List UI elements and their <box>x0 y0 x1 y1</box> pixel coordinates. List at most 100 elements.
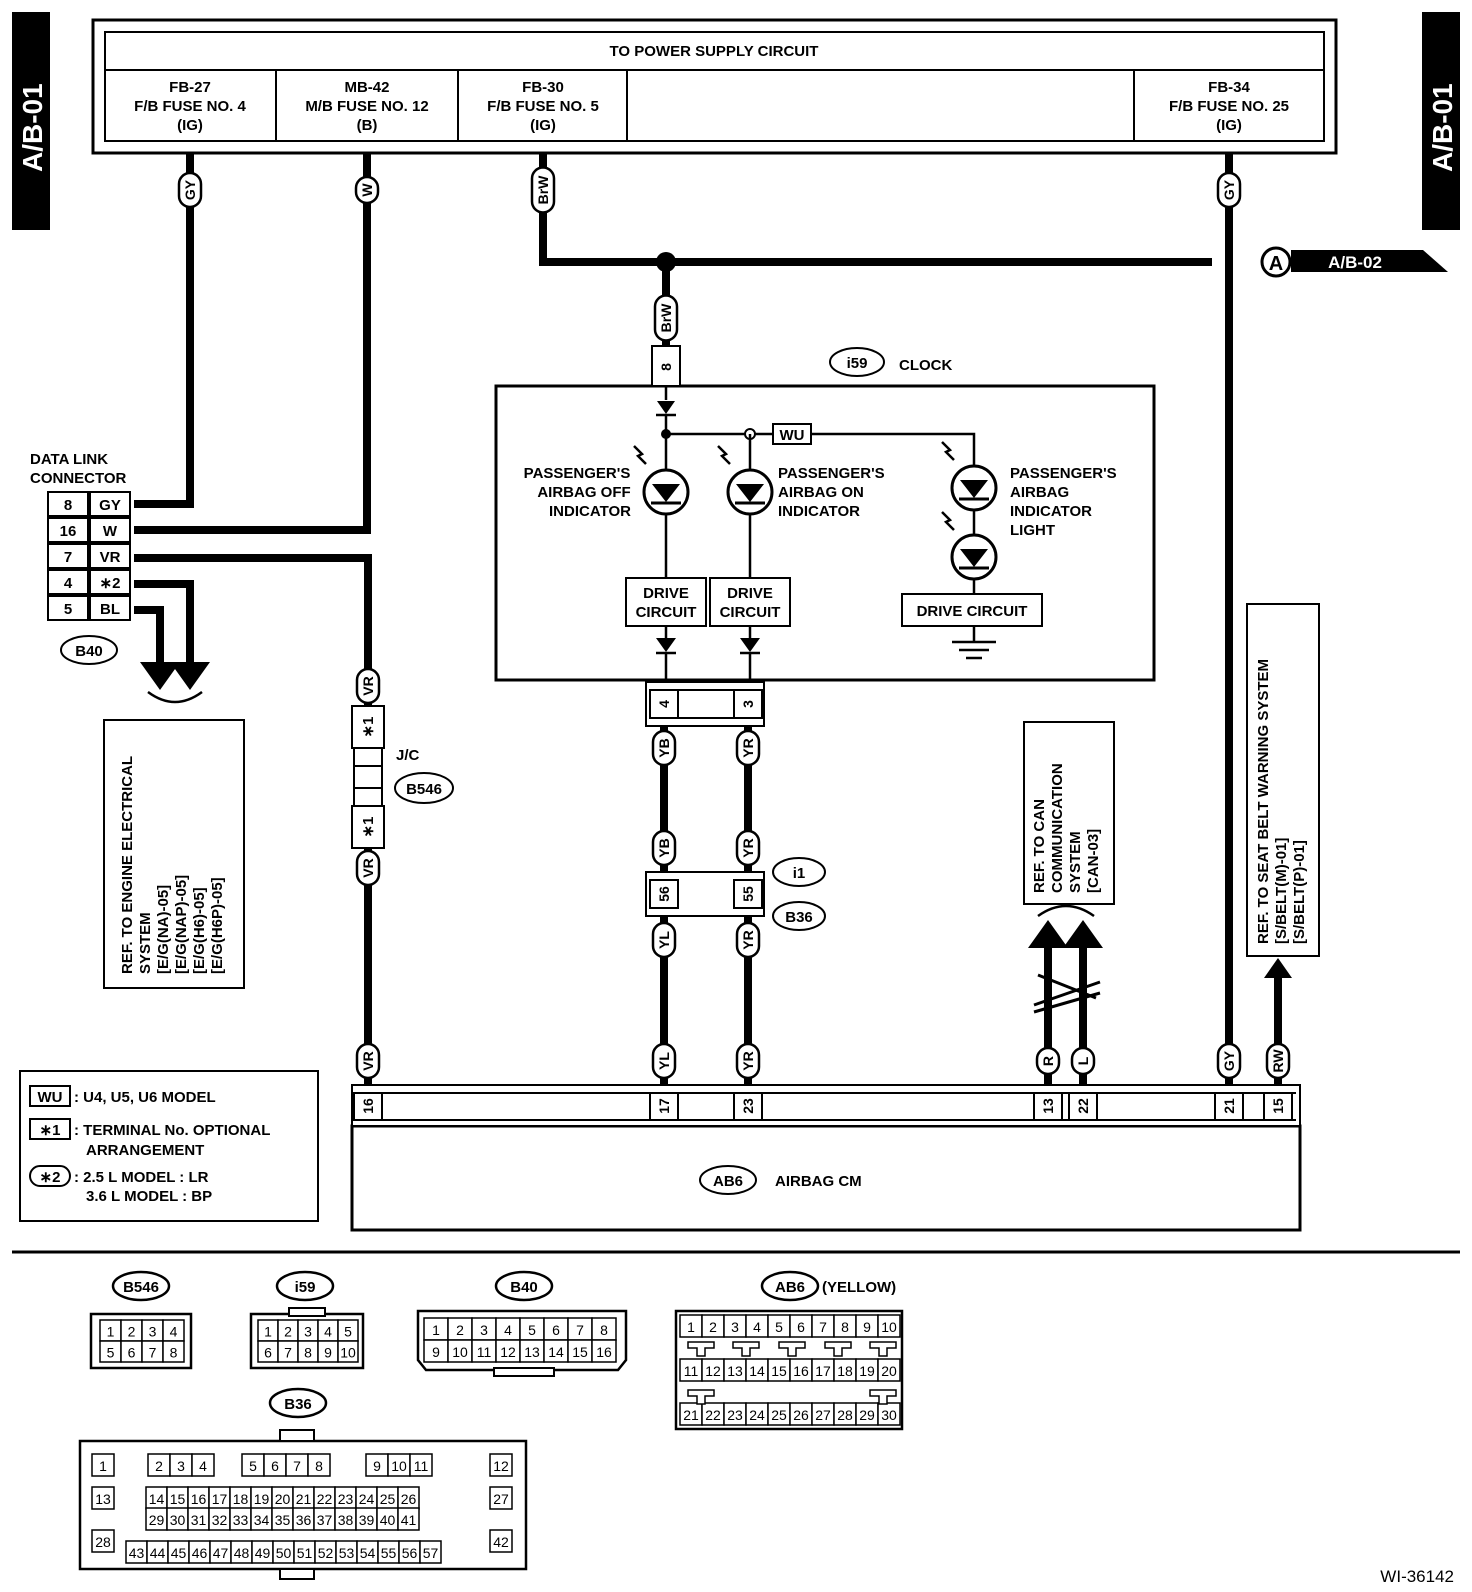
wire-tag-vr-3-text: VR <box>360 1051 376 1070</box>
can-ref-line: SYSTEM <box>1067 831 1084 893</box>
clock-wu-tag: WU <box>780 427 805 444</box>
dlc-pin-color: ∗2 <box>100 575 121 592</box>
clock-label: CLOCK <box>899 357 952 374</box>
b36-cell: 36 <box>296 1512 312 1528</box>
legend-wu-text: : U4, U5, U6 MODEL <box>74 1089 216 1106</box>
b546-face-code: B546 <box>123 1279 159 1296</box>
wire-tag-w-text: W <box>359 183 375 197</box>
led-off-icon <box>633 445 690 516</box>
legend-star1-tag: ∗1 <box>40 1122 61 1139</box>
wire-tag-gy-2: GY <box>1216 171 1242 209</box>
b40-face-code: B40 <box>510 1279 538 1296</box>
b36-cell: 35 <box>275 1512 291 1528</box>
b40-cell: 1 <box>432 1322 440 1338</box>
wire-tag-brw-2: BrW <box>653 294 679 342</box>
ab6-cell: 14 <box>749 1363 765 1379</box>
ab6-cell: 26 <box>793 1407 809 1423</box>
ref-a-target: A/B-02 <box>1328 253 1382 272</box>
ab6-cell: 17 <box>815 1363 831 1379</box>
dlc-title-1: DATA LINK <box>30 451 108 468</box>
b40-cell: 9 <box>432 1344 440 1360</box>
wire-tag-yb-2-text: YB <box>656 838 672 857</box>
b40-cell: 6 <box>552 1322 560 1338</box>
fuse-1-name: F/B FUSE NO. 4 <box>134 98 246 115</box>
b36-cell: 16 <box>191 1491 207 1507</box>
right-page-tag-text: A/B-01 <box>1427 83 1458 172</box>
b36-cell: 51 <box>297 1545 313 1561</box>
dlc-pin-row: 7 VR <box>47 543 131 569</box>
legend-star2-line1: : 2.5 L MODEL : LR <box>74 1169 209 1186</box>
engine-ref-arc <box>147 690 203 704</box>
b36-cell: 17 <box>212 1491 228 1507</box>
clock-unit: i59 CLOCK 8 WU <box>494 345 1156 682</box>
b36-cell: 4 <box>199 1458 207 1474</box>
b36-cell: 45 <box>171 1545 187 1561</box>
clock-pin-out-2: 3 <box>740 700 756 708</box>
b36-cell: 24 <box>359 1491 375 1507</box>
wire-tag-gy-1-text: GY <box>182 179 198 200</box>
b40-cell: 5 <box>528 1322 536 1338</box>
dlc-pin-color: BL <box>100 601 120 618</box>
b40-cell: 15 <box>572 1344 588 1360</box>
led-light-1-icon <box>941 441 998 512</box>
dlc-pin-color: W <box>103 523 118 540</box>
wire-tag-rw-text: RW <box>1270 1049 1286 1073</box>
wire-tag-yl-2: YL <box>651 1042 677 1080</box>
engine-ref-line: [E/G(H6)-05] <box>191 887 208 974</box>
ref-a-letter: A <box>1269 253 1283 275</box>
off-indicator-line1: PASSENGER'S <box>524 465 631 482</box>
b36-cell: 11 <box>414 1458 429 1474</box>
ab6-cell: 13 <box>727 1363 743 1379</box>
ab6-cell: 21 <box>683 1407 699 1423</box>
ab6-cell: 18 <box>837 1363 853 1379</box>
ab6-cell: 11 <box>684 1363 699 1379</box>
i59-cell: 10 <box>340 1345 356 1361</box>
dlc-pin-color: GY <box>99 497 121 514</box>
b40-cell: 16 <box>596 1344 612 1360</box>
b36-cell: 40 <box>380 1512 396 1528</box>
clock-pin-in: 8 <box>658 363 674 371</box>
b36-cell: 7 <box>293 1458 301 1474</box>
engine-ref-line: SYSTEM <box>137 912 154 974</box>
b36-cell: 9 <box>373 1458 381 1474</box>
seatbelt-ref-box: REF. TO SEAT BELT WARNING SYSTEM[S/BELT(… <box>1246 603 1320 957</box>
wire-tag-yr-2-text: YR <box>740 838 756 857</box>
legend-wu-tag: WU <box>38 1089 63 1106</box>
wire-tag-yr-2: YR <box>735 829 761 867</box>
legend-star1-line1: : TERMINAL No. OPTIONAL <box>74 1122 270 1139</box>
b36-cell: 31 <box>191 1512 207 1528</box>
wire-tag-vr-2: VR <box>355 849 381 887</box>
dlc-pin-number: 7 <box>64 549 72 566</box>
b40-cell: 14 <box>548 1344 564 1360</box>
light-line4: LIGHT <box>1010 522 1055 539</box>
b546-cell: 3 <box>149 1324 157 1340</box>
i59-cell: 4 <box>324 1324 332 1340</box>
wire-tag-l-text: L <box>1075 1056 1091 1065</box>
jc-code: B546 <box>406 781 442 798</box>
ab6-cell: 4 <box>753 1319 761 1335</box>
on-indicator-line3: INDICATOR <box>778 503 860 520</box>
ab6-cell: 22 <box>705 1407 721 1423</box>
can-ref-line: [CAN-03] <box>1085 829 1102 893</box>
b36-cell: 56 <box>402 1545 418 1561</box>
b36-cell: 54 <box>360 1545 376 1561</box>
fuse-4-type: (IG) <box>1216 117 1242 134</box>
seatbelt-ref-line: REF. TO SEAT BELT WARNING SYSTEM <box>1255 659 1272 944</box>
b36-face-code: B36 <box>284 1396 312 1413</box>
i59-cell: 1 <box>264 1324 272 1340</box>
mid-pin-2: 55 <box>740 886 756 902</box>
b36-cell: 55 <box>381 1545 397 1561</box>
i59-cell: 5 <box>344 1324 352 1340</box>
b36-cell: 1 <box>99 1458 107 1474</box>
on-indicator-line2: AIRBAG ON <box>778 484 864 501</box>
b36-cell: 23 <box>338 1491 354 1507</box>
wire-tag-yr-4-text: YR <box>740 1051 756 1070</box>
b36-cell: 22 <box>317 1491 333 1507</box>
legend-star1-line2: ARRANGEMENT <box>86 1142 204 1159</box>
left-page-tag-text: A/B-01 <box>17 83 48 172</box>
ab6-cell: 12 <box>705 1363 721 1379</box>
dlc-pin-color: VR <box>100 549 121 566</box>
